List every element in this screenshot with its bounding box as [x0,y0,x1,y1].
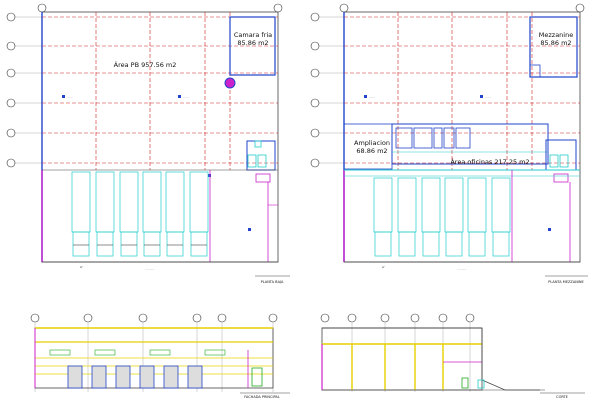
offices-label: Área oficinas 217.25 m2 [450,157,529,166]
svg-text:A': A' [80,265,83,269]
wc-block [246,140,276,183]
front-elevation: FACHADA PRINCIPAL [30,313,290,399]
ampl-name: Ampliacion [354,139,390,147]
loading-docks-mezz [373,177,511,257]
section-view: CORTE [320,313,585,399]
ground-area-label: Área PB 957.56 m2 [114,60,177,69]
svg-text:······: ······ [485,95,491,99]
mezz-area: 85.86 m2 [540,39,571,47]
note-2: ······ [183,95,189,99]
mezzanine-plan: Mezzanine 85.86 m2 ······ ······ Ampliac… [310,3,588,284]
ground-plan-title: PLANTA BAJA [261,280,284,284]
ampl-area: 68.86 m2 [356,147,387,155]
loading-doors [67,365,203,389]
mezz-plan-title: PLANTA MEZZANINE [548,280,583,284]
svg-text:······: ······ [369,95,375,99]
front-elevation-title: FACHADA PRINCIPAL [244,395,280,399]
section-title: CORTE [556,395,568,399]
svg-text:···········: ··········· [457,267,468,271]
mezz-name: Mezzanine [539,31,573,39]
office-block [391,123,577,183]
svg-text:A': A' [382,265,385,269]
svg-text:···········: ··········· [145,267,156,271]
section-bubbles [320,313,475,392]
cold-room [229,16,276,76]
cold-room-name: Camara fria [234,31,272,39]
structural-grid [42,12,278,170]
note-1: ······ [67,95,73,99]
grid-bubbles-left [6,12,42,168]
grid-bubbles-right [310,12,344,168]
cold-room-area: 85.86 m2 [237,39,268,47]
structural-grid-mezz [344,12,580,170]
mezzanine-room [529,16,578,78]
loading-docks [71,171,209,257]
ground-floor-plan: Camara fria 85.86 m2 Área PB 957.56 m2 ·… [6,3,290,284]
